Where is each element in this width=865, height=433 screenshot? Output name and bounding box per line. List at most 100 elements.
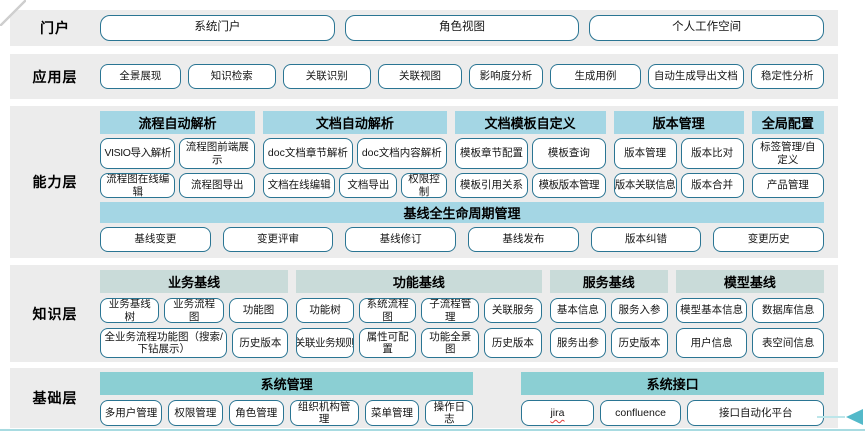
stability-analysis-button[interactable]: 稳定性分析 xyxy=(750,64,825,89)
auto-export-doc-button[interactable]: 自动生成导出文档 xyxy=(648,64,744,89)
personal-workspace-button[interactable]: 个人工作空间 xyxy=(589,15,825,41)
section-header-business-baseline: 业务基线 xyxy=(100,270,289,293)
pill-row: 业务基线树 业务流程图 功能图 xyxy=(100,298,289,323)
section-model-baseline: 模型基线 模型基本信息 数据库信息 用户信息 表空间信息 xyxy=(675,270,824,358)
knowledge-search-button[interactable]: 知识检索 xyxy=(187,64,276,89)
section-system-management: 系统管理 多用户管理 权限管理 角色管理 组织机构管理 菜单管理 操作日志 xyxy=(100,372,474,426)
organization-management-button[interactable]: 组织机构管理 xyxy=(289,400,359,426)
knowledge-pill-button[interactable]: 数据库信息 xyxy=(752,298,824,323)
knowledge-pill-button[interactable]: 全业务流程功能图（搜索/下钻展示） xyxy=(100,328,228,358)
knowledge-pill-button[interactable]: 业务流程图 xyxy=(164,298,224,323)
menu-management-button[interactable]: 菜单管理 xyxy=(364,400,420,426)
capability-pill-button[interactable]: 模板章节配置 xyxy=(454,138,529,169)
capability-pill-button[interactable]: 文档在线编辑 xyxy=(262,173,336,198)
jira-label: jira xyxy=(550,406,565,419)
change-review-button[interactable]: 变更评审 xyxy=(222,227,334,252)
jira-button[interactable]: jira xyxy=(521,400,594,426)
knowledge-pill-button[interactable]: 属性可配置 xyxy=(358,328,417,358)
portal-buttons-row: 系统门户 角色视图 个人工作空间 xyxy=(100,10,838,46)
section-doc-template-custom: 文档模板自定义 模板章节配置 模板查询 模板引用关系 模板版本管理 xyxy=(454,111,606,198)
generate-usecase-button[interactable]: 生成用例 xyxy=(549,64,642,89)
section-header-doc-autoparse: 文档自动解析 xyxy=(262,111,447,134)
role-view-button[interactable]: 角色视图 xyxy=(344,15,580,41)
capability-pill-button[interactable]: 模板引用关系 xyxy=(454,173,529,198)
capability-pill-button[interactable]: 流程图在线编辑 xyxy=(100,173,176,198)
impact-analysis-button[interactable]: 影响度分析 xyxy=(469,64,543,89)
pill-row: 模板章节配置 模板查询 xyxy=(454,138,606,169)
knowledge-pill-button[interactable]: 历史版本 xyxy=(232,328,289,358)
system-portal-button[interactable]: 系统门户 xyxy=(100,15,335,41)
foundation-layer-band: 基础层 系统管理 多用户管理 权限管理 角色管理 组织机构管理 菜单管理 操作日… xyxy=(10,368,838,428)
pill-row: 标签管理/自定义 xyxy=(751,138,824,169)
knowledge-pill-button[interactable]: 历史版本 xyxy=(484,328,542,358)
baseline-revision-button[interactable]: 基线修订 xyxy=(345,227,457,252)
pill-row: 全业务流程功能图（搜索/下钻展示） 历史版本 xyxy=(100,328,289,358)
version-correction-button[interactable]: 版本纠错 xyxy=(590,227,702,252)
capability-pill-button[interactable]: 产品管理 xyxy=(751,173,824,198)
knowledge-pill-button[interactable]: 模型基本信息 xyxy=(675,298,748,323)
section-header-version-management: 版本管理 xyxy=(613,111,744,134)
knowledge-sections-row: 业务基线 业务基线树 业务流程图 功能图 全业务流程功能图（搜索/下钻展示） 历… xyxy=(100,270,824,358)
knowledge-pill-button[interactable]: 关联服务 xyxy=(484,298,542,323)
knowledge-pill-button[interactable]: 功能图 xyxy=(228,298,289,323)
capability-pill-button[interactable]: 标签管理/自定义 xyxy=(751,138,824,169)
pill-row: 产品管理 xyxy=(751,173,824,198)
capability-pill-button[interactable]: 版本比对 xyxy=(680,138,744,169)
capability-pill-button[interactable]: doc文档章节解析 xyxy=(262,138,353,169)
relation-view-button[interactable]: 关联视图 xyxy=(377,64,463,89)
knowledge-pill-button[interactable]: 功能树 xyxy=(296,298,354,323)
section-header-model-baseline: 模型基线 xyxy=(675,270,824,293)
knowledge-layer-band: 知识层 业务基线 业务基线树 业务流程图 功能图 全业务流程功能图（搜索/下钻展… xyxy=(10,265,838,362)
panorama-display-button[interactable]: 全景展现 xyxy=(100,64,181,89)
capability-pill-button[interactable]: VISIO导入解析 xyxy=(100,138,176,169)
knowledge-pill-button[interactable]: 服务入参 xyxy=(611,298,668,323)
pill-row: 用户信息 表空间信息 xyxy=(675,328,824,358)
section-business-baseline: 业务基线 业务基线树 业务流程图 功能图 全业务流程功能图（搜索/下钻展示） 历… xyxy=(100,270,289,358)
capability-pill-button[interactable]: 版本管理 xyxy=(613,138,677,169)
knowledge-pill-button[interactable]: 子流程管理 xyxy=(421,298,480,323)
section-header-system-management: 系统管理 xyxy=(100,372,474,395)
pill-row: 功能树 系统流程图 子流程管理 关联服务 xyxy=(296,298,542,323)
section-version-management: 版本管理 版本管理 版本比对 版本关联信息 版本合并 xyxy=(613,111,744,198)
baseline-release-button[interactable]: 基线发布 xyxy=(468,227,579,252)
multi-user-management-button[interactable]: 多用户管理 xyxy=(100,400,162,426)
capability-pill-button[interactable]: 版本关联信息 xyxy=(613,173,677,198)
section-global-config: 全局配置 标签管理/自定义 产品管理 xyxy=(751,111,824,198)
portal-layer-band: 门户 系统门户 角色视图 个人工作空间 xyxy=(10,10,838,46)
knowledge-pill-button[interactable]: 基本信息 xyxy=(549,298,607,323)
capability-pill-button[interactable]: 流程图导出 xyxy=(179,173,255,198)
permission-management-button[interactable]: 权限管理 xyxy=(167,400,223,426)
section-doc-autoparse: 文档自动解析 doc文档章节解析 doc文档内容解析 文档在线编辑 文档导出 权… xyxy=(262,111,447,198)
knowledge-pill-button[interactable]: 历史版本 xyxy=(611,328,668,358)
left-arrow-tail xyxy=(817,416,845,418)
capability-pill-button[interactable]: 流程图前端展示 xyxy=(179,138,255,169)
knowledge-pill-button[interactable]: 表空间信息 xyxy=(752,328,824,358)
knowledge-pill-button[interactable]: 功能全景图 xyxy=(421,328,480,358)
relation-identify-button[interactable]: 关联识别 xyxy=(282,64,371,89)
capability-pill-button[interactable]: 文档导出 xyxy=(339,173,398,198)
section-header-global-config: 全局配置 xyxy=(751,111,824,134)
change-history-button[interactable]: 变更历史 xyxy=(713,227,825,252)
capability-pill-button[interactable]: 权限控制 xyxy=(401,173,447,198)
capability-pill-button[interactable]: 模板版本管理 xyxy=(532,173,606,198)
knowledge-pill-button[interactable]: 系统流程图 xyxy=(358,298,417,323)
bottom-edge-line xyxy=(0,429,865,431)
interface-automation-platform-button[interactable]: 接口自动化平台 xyxy=(687,400,825,426)
knowledge-pill-button[interactable]: 业务基线树 xyxy=(100,298,160,323)
capability-pill-button[interactable]: doc文档内容解析 xyxy=(356,138,447,169)
knowledge-pill-button[interactable]: 关联业务规则 xyxy=(296,328,354,358)
left-arrow-icon xyxy=(846,409,863,425)
section-process-autoparse: 流程自动解析 VISIO导入解析 流程图前端展示 流程图在线编辑 流程图导出 xyxy=(100,111,255,198)
section-header-function-baseline: 功能基线 xyxy=(296,270,542,293)
knowledge-pill-button[interactable]: 用户信息 xyxy=(675,328,748,358)
capability-pill-button[interactable]: 模板查询 xyxy=(532,138,606,169)
operation-log-button[interactable]: 操作日志 xyxy=(425,400,474,426)
role-management-button[interactable]: 角色管理 xyxy=(228,400,284,426)
section-header-baseline-lifecycle: 基线全生命周期管理 xyxy=(100,202,824,223)
baseline-change-button[interactable]: 基线变更 xyxy=(100,227,211,252)
capability-pill-button[interactable]: 版本合并 xyxy=(680,173,744,198)
knowledge-pill-button[interactable]: 服务出参 xyxy=(549,328,607,358)
capability-sections-row: 流程自动解析 VISIO导入解析 流程图前端展示 流程图在线编辑 流程图导出 文… xyxy=(100,111,824,198)
pill-row: 服务出参 历史版本 xyxy=(549,328,668,358)
confluence-button[interactable]: confluence xyxy=(599,400,682,426)
